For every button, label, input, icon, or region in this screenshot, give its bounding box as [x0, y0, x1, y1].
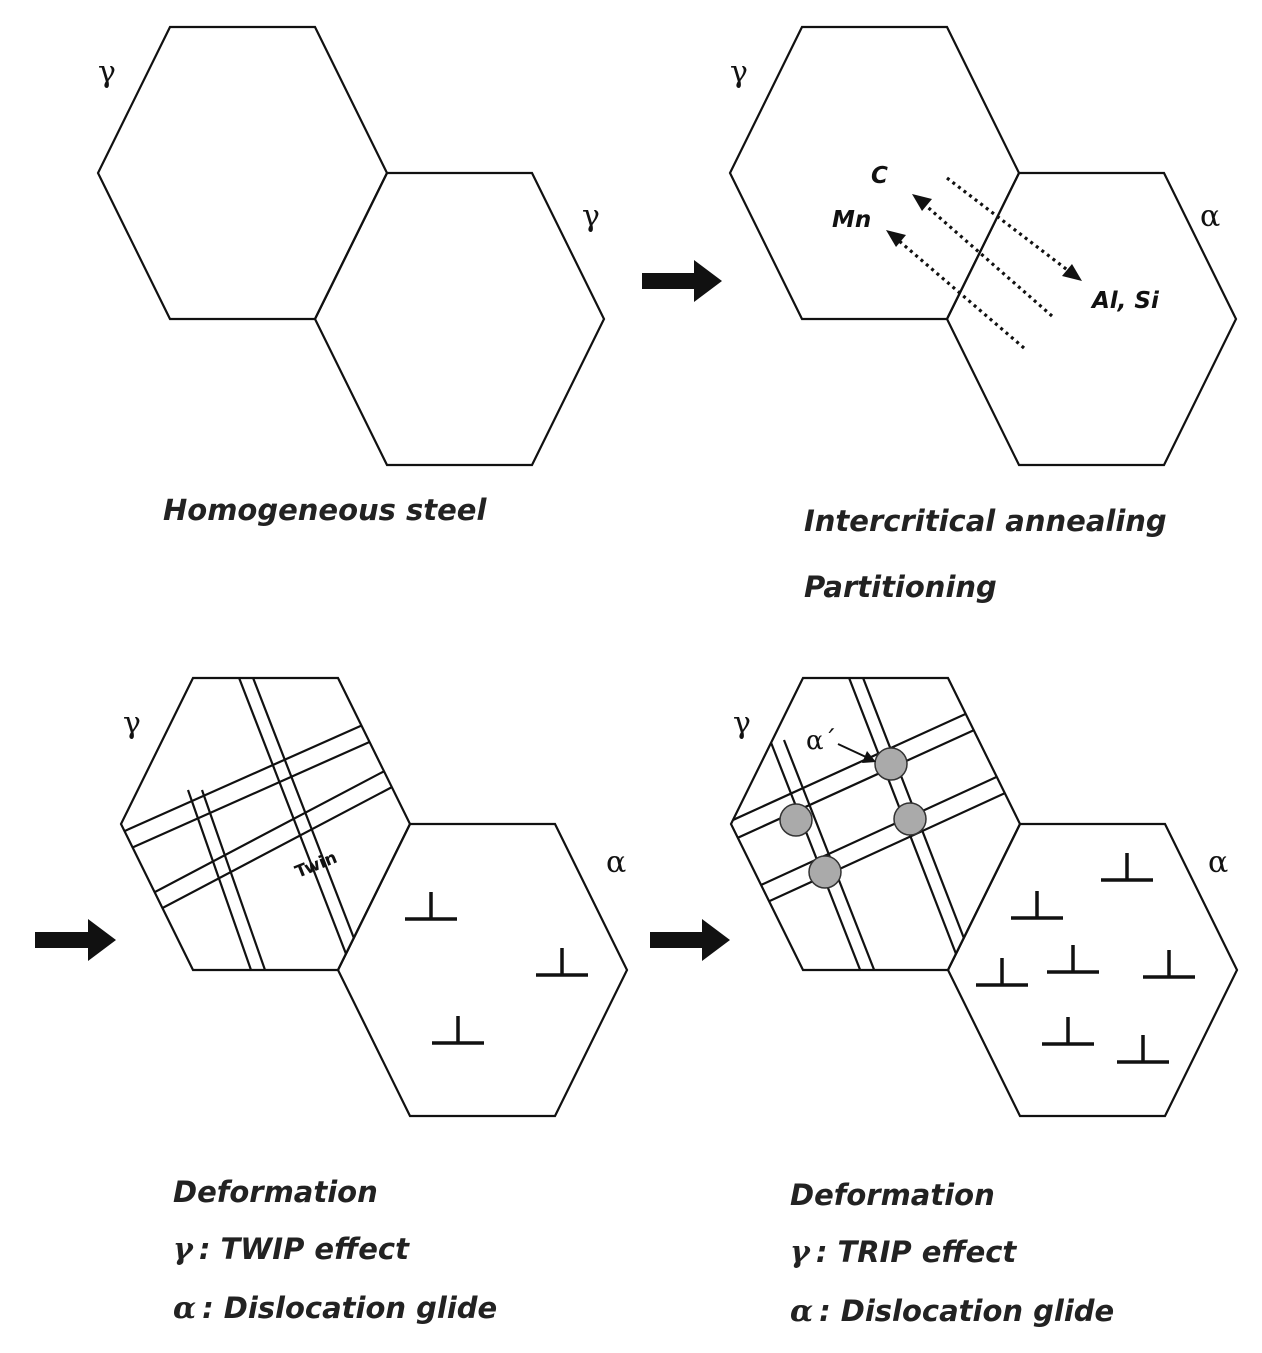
deformation-bands — [731, 678, 1020, 970]
austenite-grain — [119, 676, 412, 972]
austenite-grain — [729, 676, 1022, 972]
alpha-label: α — [1200, 199, 1220, 234]
dislocation-icon — [1143, 950, 1195, 979]
ferrite-grain — [945, 171, 1238, 467]
partition-arrow-c — [922, 202, 1054, 318]
ferrite-grain — [946, 822, 1239, 1118]
panel-twip-deformation: γ α Twin Deformation γ: TWIP effect α: D… — [119, 676, 629, 1326]
caption-intercritical-annealing: Intercritical annealing — [804, 504, 1167, 538]
dislocation-icon — [1047, 945, 1099, 974]
austenite-grain-lower — [313, 171, 606, 467]
caption-alpha-line: α: Dislocation glide — [173, 1291, 497, 1326]
dislocation-icon — [976, 958, 1028, 987]
process-arrow-bottom-right — [650, 919, 730, 961]
dislocation-glide-text: : Dislocation glide — [202, 1291, 497, 1325]
right-arrow-icon — [650, 919, 730, 961]
alpha-label: α — [606, 845, 626, 880]
right-arrow-icon — [35, 919, 116, 961]
arrowhead-icon — [912, 194, 932, 211]
gamma-label: γ — [733, 706, 751, 741]
austenite-grain-upper — [96, 25, 389, 321]
dislocation-icon — [1101, 853, 1153, 882]
twin-bands — [121, 678, 410, 970]
panel-trip-deformation: γ α α´ Deformation γ: TRIP effect — [729, 676, 1239, 1329]
dislocation-icon — [405, 892, 457, 921]
gamma-label-lower: γ — [582, 199, 600, 234]
martensite-particle — [893, 802, 927, 836]
alpha-symbol: α — [790, 1294, 813, 1329]
martensite-particle — [874, 747, 908, 781]
ferrite-grain — [336, 822, 629, 1118]
dislocation-icon — [1011, 891, 1063, 920]
dislocation-icon — [432, 1016, 484, 1045]
dislocation-glide-text: : Dislocation glide — [819, 1294, 1114, 1328]
partition-arrow-mn — [896, 238, 1026, 350]
gamma-label: γ — [123, 706, 141, 741]
arrowhead-icon — [862, 751, 876, 763]
arrowhead-icon — [1062, 264, 1082, 281]
gamma-symbol: γ — [173, 1232, 194, 1267]
caption-partitioning: Partitioning — [804, 570, 997, 604]
gamma-label-upper: γ — [98, 55, 116, 90]
alpha-symbol: α — [173, 1291, 196, 1326]
partition-arrow-al-si — [946, 176, 1071, 274]
dislocation-icon — [1042, 1017, 1094, 1046]
arrowhead-icon — [886, 230, 906, 247]
element-label-c: C — [871, 163, 888, 189]
caption-gamma-line: γ: TRIP effect — [790, 1235, 1017, 1270]
martensite-particle — [808, 855, 842, 889]
caption-deformation: Deformation — [173, 1175, 378, 1209]
process-arrow-top — [642, 260, 722, 302]
caption-gamma-line: γ: TWIP effect — [173, 1232, 410, 1267]
alpha-label: α — [1208, 845, 1228, 880]
gamma-label: γ — [730, 55, 748, 90]
gamma-symbol: γ — [790, 1235, 811, 1270]
trip-effect-text: : TRIP effect — [816, 1235, 1018, 1269]
dislocation-icon — [536, 948, 588, 977]
caption-deformation: Deformation — [790, 1178, 995, 1212]
panel-homogeneous-steel: γ γ Homogeneous steel — [96, 25, 606, 527]
caption-alpha-line: α: Dislocation glide — [790, 1294, 1114, 1329]
process-arrow-bottom-left — [35, 919, 116, 961]
element-label-al-si: Al, Si — [1090, 288, 1160, 314]
martensite-pointer — [837, 743, 867, 758]
element-label-mn: Mn — [832, 207, 871, 233]
caption-homogeneous-steel: Homogeneous steel — [163, 493, 487, 527]
martensite-particle — [779, 803, 813, 837]
panel-intercritical-annealing: γ α C Mn Al, Si Intercritical annealing … — [728, 25, 1238, 604]
martensite-label: α´ — [806, 726, 837, 756]
right-arrow-icon — [642, 260, 722, 302]
twip-effect-text: : TWIP effect — [199, 1232, 410, 1266]
dislocation-icon — [1117, 1035, 1169, 1064]
